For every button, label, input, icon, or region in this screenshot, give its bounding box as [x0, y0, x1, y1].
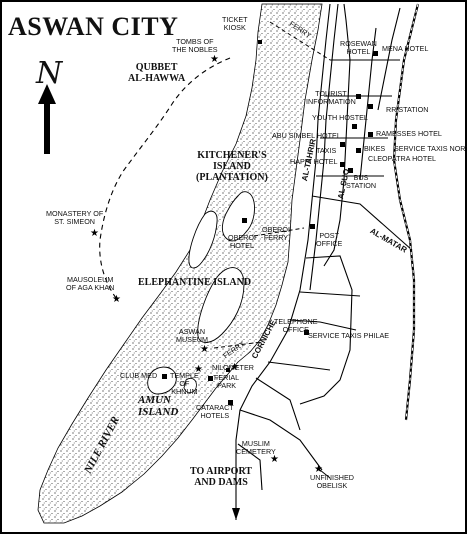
- star-temple: ★: [194, 364, 203, 375]
- label-bikes: BIKES: [364, 144, 386, 153]
- railway: [392, 3, 420, 421]
- label-elephantine-island: ELEPHANTINE ISLAND: [138, 277, 252, 288]
- small-islet: [183, 378, 197, 393]
- building-markers: [162, 40, 378, 405]
- star-tombs: ★: [210, 54, 219, 65]
- ferry-route-museum: [213, 341, 263, 349]
- label-tourist-info: TOURIST INFORMATION: [306, 89, 356, 106]
- label-ticket-kiosk: TICKET KIOSK: [222, 15, 248, 32]
- label-service-taxis-philae: SERVICE TAXIS PHILAE: [308, 331, 390, 340]
- label-cleopatra-hotel: CLEOPATRA HOTEL: [368, 154, 437, 163]
- label-abu-simbel-hotel: ABU SIMBEL HOTEL: [272, 131, 341, 140]
- star-monastery: ★: [90, 228, 99, 239]
- star-museum: ★: [200, 344, 209, 355]
- label-cataract-hotels: CATARACT HOTELS: [196, 403, 234, 420]
- star-obelisk: ★: [314, 464, 323, 475]
- label-muslim-cemetery: MUSLIM CEMETERY: [236, 439, 276, 456]
- star-mausoleum: ★: [112, 294, 121, 305]
- label-taxis: TAXIS: [316, 146, 337, 155]
- label-aswan-museum: ASWAN MUSEUM: [176, 327, 208, 344]
- west-bank-track: [99, 57, 231, 299]
- label-qubbet: QUBBET AL-HAWWA: [128, 62, 186, 84]
- label-oberoi-hotel: OBEROI HOTEL: [228, 233, 256, 250]
- label-club-med: CLUB MED: [120, 371, 158, 380]
- ferry-route-top: [269, 21, 331, 61]
- map-title: ASWAN CITY: [8, 12, 179, 41]
- road-network: [235, 3, 413, 520]
- label-tombs-nobles: TOMBS OF THE NOBLES: [172, 37, 218, 54]
- obelisk-pointer: [319, 469, 331, 479]
- amun-island-shape: [147, 366, 177, 395]
- star-markers: ★ ★ ★ ★ ★ ★ ★ ★: [90, 54, 323, 475]
- label-youth-hostel: YOUTH HOSTEL: [312, 113, 368, 122]
- ferry-route-oberoi: [253, 227, 305, 237]
- star-nilometer: ★: [230, 362, 239, 373]
- north-arrow-icon: [38, 84, 56, 154]
- elephantine-island-shape: [188, 210, 218, 269]
- label-rr-station: RR STATION: [386, 105, 429, 114]
- label-service-taxis-north: SERVICE TAXIS NORTH: [394, 144, 467, 153]
- label-post-office: POST OFFICE: [316, 231, 343, 248]
- label-monastery: MONASTERY OF ST. SIMEON: [46, 209, 104, 226]
- label-mena-hotel: MENA HOTEL: [382, 44, 429, 53]
- star-cemetery: ★: [270, 454, 279, 465]
- label-temple-khnum: TEMPLE OF KHNUM: [170, 371, 199, 396]
- label-nilometer: NILOMETER: [212, 363, 254, 372]
- label-mausoleum: MAUSOLEUM OF AGA KHAN: [66, 275, 115, 292]
- label-ramesses-hotel: RAMESSES HOTEL: [376, 129, 442, 138]
- label-happi-hotel: HAPPI HOTEL: [290, 157, 338, 166]
- kitcheners-island-shape: [221, 191, 255, 242]
- elephantine-lower-shape: [197, 267, 245, 343]
- compass-letter: N: [36, 56, 63, 91]
- label-oberoi-ferry: OBEROI FERRY: [262, 225, 290, 242]
- south-road-arrow: [232, 508, 240, 520]
- label-bus-station: BUS STATION: [346, 173, 377, 190]
- label-rosewan-hotel: ROSEWAN HOTEL: [340, 39, 377, 56]
- label-to-airport: TO AIRPORT AND DAMS: [190, 466, 252, 488]
- label-unfinished-obelisk: UNFINISHED OBELISK: [310, 473, 354, 490]
- label-amun-island: AMUN ISLAND: [138, 394, 179, 418]
- label-ferial-park: FERIAL PARK: [214, 373, 240, 390]
- label-telephone-office: TELEPHONE OFFICE: [274, 317, 318, 334]
- label-kitcheners-island: KITCHENER'S ISLAND (PLANTATION): [196, 150, 268, 183]
